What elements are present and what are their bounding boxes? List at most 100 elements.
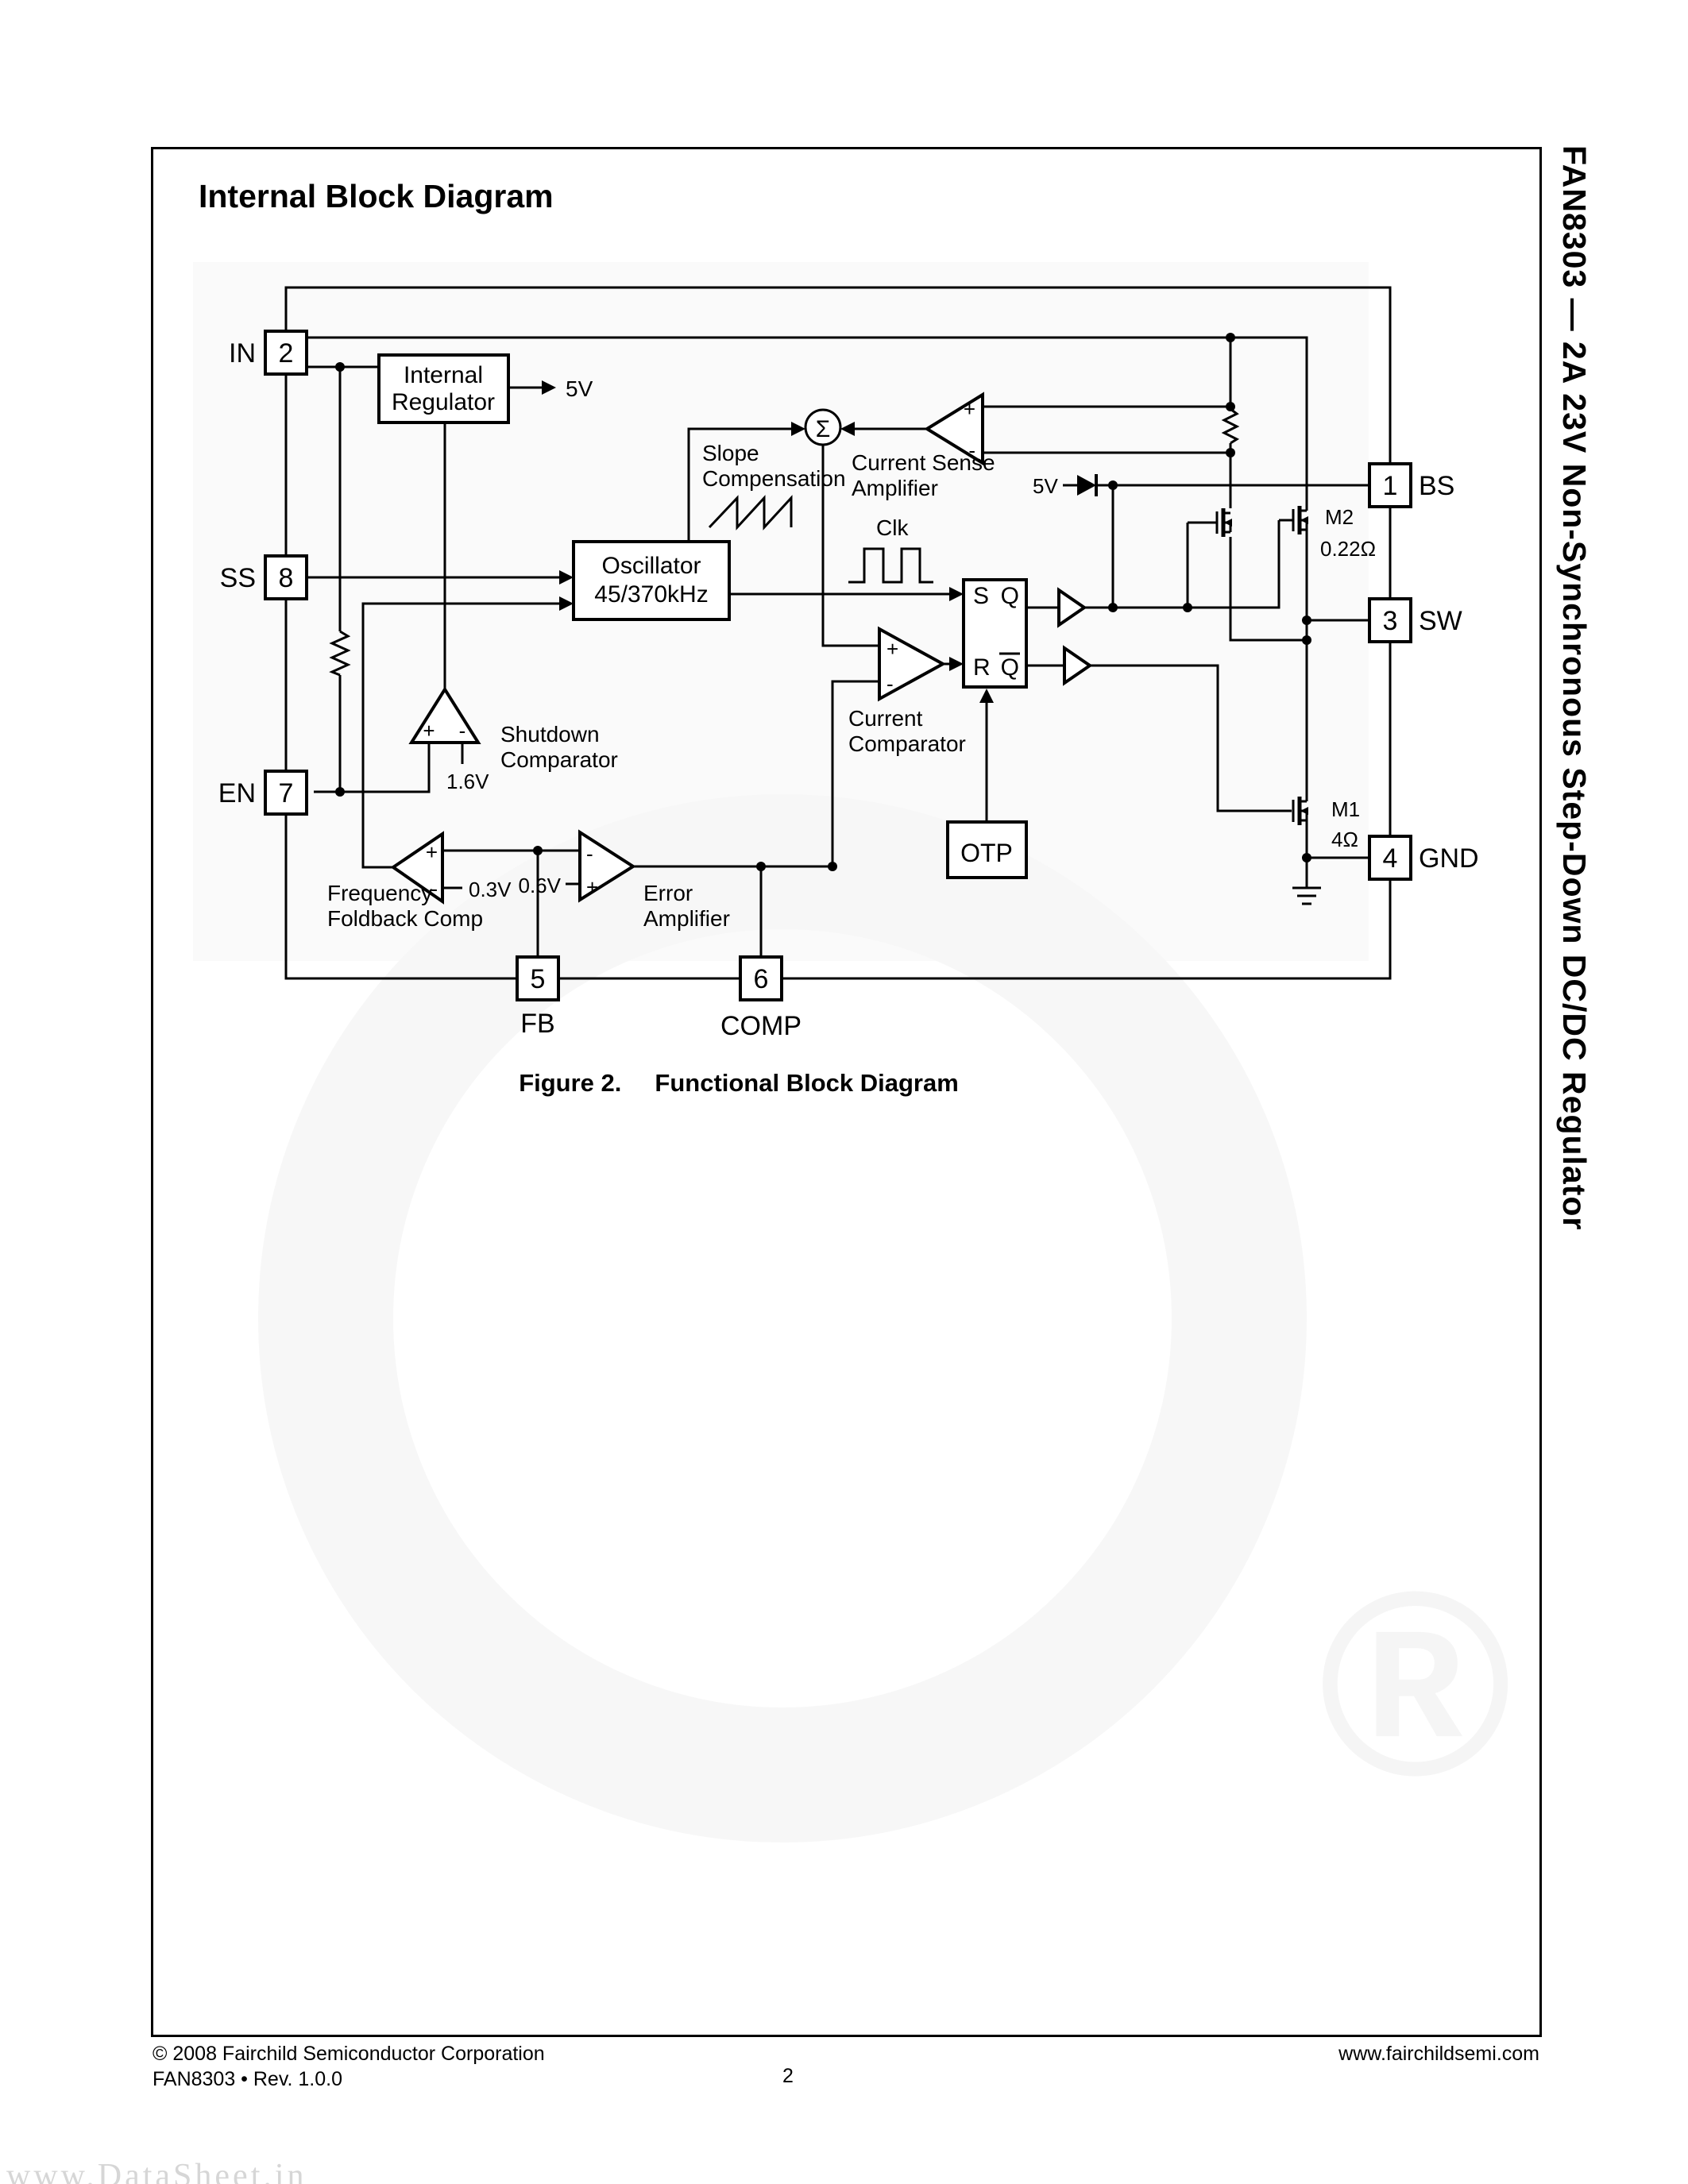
wire-en-shutdown [314, 743, 431, 793]
arrow-otp-latch [979, 689, 994, 703]
arrowheads [542, 380, 994, 703]
latch-r: R [973, 654, 991, 681]
latch-s: S [973, 583, 989, 609]
buffer-low-side [1063, 645, 1093, 686]
resistor-pullup [329, 630, 351, 677]
pin-ss-number: 8 [279, 563, 294, 593]
latch-q: Q [1001, 583, 1019, 609]
datasheet-watermark: www.DataSheet.in [6, 2158, 307, 2184]
foldback-label-1: Frequency [327, 881, 432, 905]
internal-regulator-block: Internal Regulator 5V [377, 353, 593, 424]
wires [307, 336, 1369, 957]
pin-en: 7 EN [218, 770, 308, 816]
watermark-ring [258, 794, 1307, 1843]
pin-fb: 5 FB [516, 955, 560, 1039]
pin-bs-number: 1 [1383, 471, 1398, 501]
shutdown-ref-label: 1.6V [446, 770, 489, 793]
m1-res-label: 4Ω [1331, 828, 1358, 851]
clk-waveform-icon [848, 547, 933, 584]
pin-in: 2 IN [229, 330, 308, 376]
pin-gnd: 4 GND [1368, 835, 1479, 881]
csa-label-2: Amplifier [852, 476, 938, 500]
pin-sw-number: 3 [1383, 606, 1398, 636]
csa-label-1: Current Sense [852, 450, 995, 475]
m1-fet: M1 4Ω [1292, 797, 1360, 851]
ea-label-1: Error [643, 881, 693, 905]
ea-minus: - [586, 842, 593, 866]
foldback-ref-label: 0.3V [469, 878, 512, 901]
pin-comp-number: 6 [754, 964, 769, 994]
pin-in-name: IN [229, 338, 256, 369]
internal-regulator-label-1: Internal [404, 362, 483, 388]
resistor-sense [1221, 407, 1240, 445]
foldback-minus: - [431, 877, 438, 901]
registered-watermark: ® [1319, 1537, 1512, 1830]
sawtooth-icon [708, 495, 793, 531]
pin-gnd-name: GND [1419, 843, 1479, 874]
wire-slope-sigma [687, 427, 794, 542]
cc-plus: + [886, 637, 898, 661]
shutdown-minus: - [459, 719, 466, 743]
slope-label-2: Compensation [702, 466, 846, 491]
summing-node: Σ [804, 408, 842, 446]
gate-drive-buffers [1057, 587, 1093, 686]
m2-fet: M2 0.22Ω [1279, 503, 1376, 561]
slope-label-1: Slope [702, 441, 759, 465]
shutdown-comparator: + - 1.6V Shutdown Comparator [408, 686, 618, 793]
pin-bs-name: BS [1419, 471, 1454, 501]
sense-fet [1188, 508, 1232, 537]
footer-page-number: 2 [782, 2065, 794, 2087]
footer-copyright: © 2008 Fairchild Semiconductor Corporati… [153, 2043, 545, 2065]
arrow-csa-sigma [840, 422, 855, 436]
junction-dots [335, 333, 1311, 871]
ea-label-2: Amplifier [643, 906, 730, 931]
ea-ref-label: 0.6V [519, 874, 562, 897]
oscillator-block: Oscillator 45/370kHz [572, 540, 731, 621]
pin-en-name: EN [218, 778, 256, 808]
reg-5v-label: 5V [566, 376, 593, 401]
csa-minus: - [968, 438, 975, 462]
latch-qbar: Q [1001, 654, 1019, 681]
pin-in-number: 2 [279, 338, 294, 369]
pin-sw-name: SW [1419, 606, 1462, 636]
footer-doc-rev: FAN8303 • Rev. 1.0.0 [153, 2068, 342, 2090]
foldback-label-2: Foldback Comp [327, 906, 483, 931]
figure-caption: Figure 2. Functional Block Diagram [350, 1069, 1128, 1098]
figure-label: Figure 2. [519, 1069, 622, 1097]
current-comparator: + - Current Comparator [848, 626, 966, 756]
arrow-cc-latch [949, 657, 964, 671]
arrow-foldback-osc [559, 596, 574, 611]
m2-res-label: 0.22Ω [1320, 537, 1376, 561]
arrow-5v [542, 380, 556, 395]
pin-comp: 6 COMP [720, 955, 802, 1041]
pin-gnd-number: 4 [1383, 843, 1398, 874]
shutdown-label-1: Shutdown [500, 722, 600, 747]
foldback-plus: + [426, 840, 438, 864]
otp-block: OTP [946, 820, 1028, 879]
figure-title: Functional Block Diagram [655, 1069, 959, 1097]
pin-fb-number: 5 [531, 964, 546, 994]
pin-en-number: 7 [279, 778, 294, 808]
buffer-high-side [1057, 587, 1087, 628]
sidebar-part-title: FAN8303 — 2A 23V Non-Synchronous Step-Do… [1556, 145, 1593, 1231]
sr-latch: S Q R Q [962, 578, 1028, 689]
pin-fb-name: FB [520, 1009, 554, 1039]
error-amplifier: - + 0.6V Error Amplifier [519, 829, 730, 931]
shutdown-plus: + [423, 719, 435, 743]
m1-label: M1 [1331, 797, 1360, 821]
csa-plus: + [964, 397, 975, 421]
otp-label: OTP [960, 839, 1013, 867]
bootstrap-diode: 5V [1033, 474, 1098, 498]
page-title: Internal Block Diagram [199, 178, 554, 214]
wire-sigma-cc [821, 445, 879, 647]
arrow-ss-osc [559, 570, 574, 585]
page-border [151, 147, 1542, 2037]
slope-compensation: Slope Compensation [702, 441, 846, 491]
current-sense-amplifier: + - Current Sense Amplifier [852, 392, 995, 500]
ea-plus: + [586, 875, 598, 899]
watermark-logo [193, 262, 1369, 1843]
pin-comp-name: COMP [720, 1011, 802, 1041]
pin-ss: 8 SS [220, 554, 308, 600]
